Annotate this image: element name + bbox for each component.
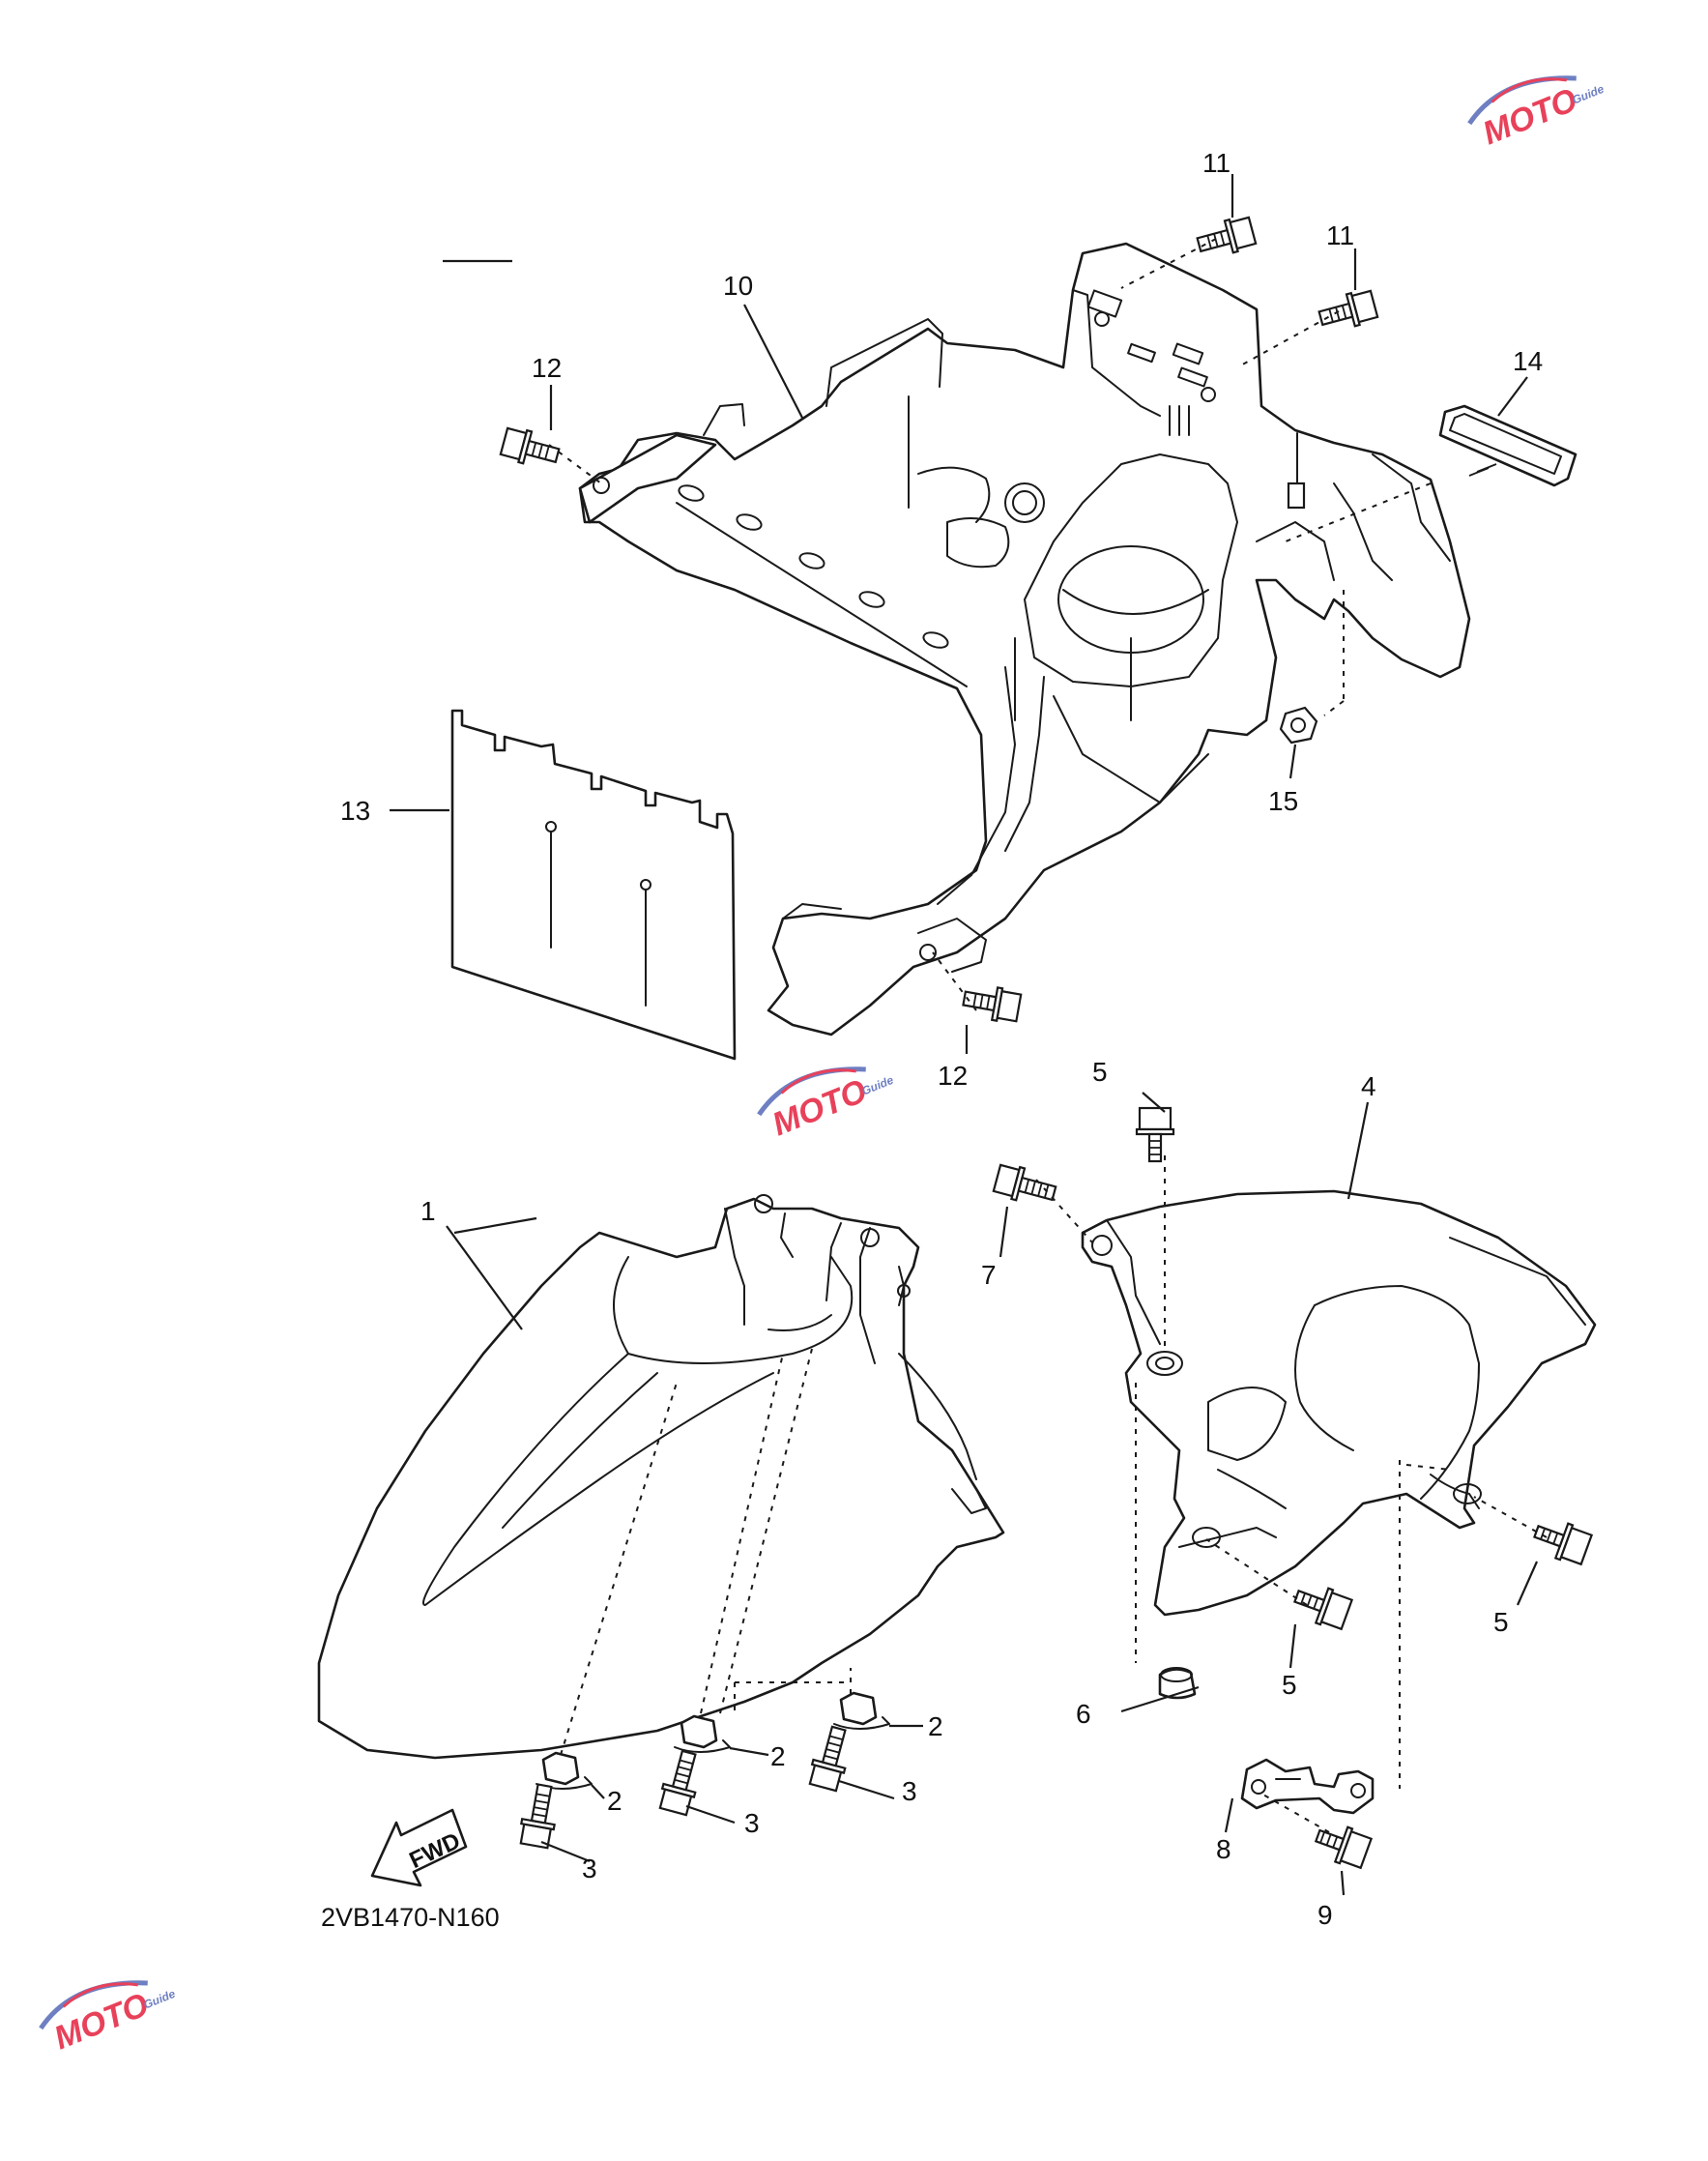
svg-text:MOTO: MOTO	[49, 1986, 154, 2057]
svg-text:Guide: Guide	[859, 1073, 895, 1098]
callout-10: 10	[723, 271, 753, 301]
callout-12: 12	[938, 1061, 968, 1091]
part-15-nut	[1279, 706, 1318, 745]
callout-14: 14	[1513, 346, 1543, 376]
callout-3: 3	[582, 1854, 597, 1884]
svg-text:Guide: Guide	[1570, 82, 1606, 107]
bolt-7	[992, 1163, 1057, 1202]
callout-5: 5	[1493, 1607, 1509, 1637]
part-2-clip-nut-b	[674, 1714, 731, 1753]
callout-5: 5	[1092, 1057, 1108, 1087]
callout-1: 1	[420, 1196, 436, 1226]
bolt-12-b	[962, 986, 1023, 1023]
callout-5: 5	[1282, 1670, 1297, 1700]
callout-15: 15	[1268, 786, 1298, 816]
callout-13: 13	[340, 796, 370, 826]
callout-2: 2	[607, 1786, 622, 1816]
drawing-code: 2VB1470-N160	[321, 1903, 500, 1932]
bolt-12-a	[499, 426, 561, 465]
callout-12: 12	[532, 353, 562, 383]
callout-labels: 1 2 2 2 3 3 3 4 5 5 5 6 7 8 9 10 11 11 1…	[340, 148, 1543, 1930]
bolt-3-a	[519, 1783, 556, 1850]
svg-text:MOTO: MOTO	[1478, 81, 1582, 152]
svg-text:MOTO: MOTO	[767, 1072, 872, 1143]
callout-2: 2	[770, 1741, 786, 1771]
part-1-front-fender-front	[317, 1194, 1005, 1760]
bolt-11-a	[1196, 216, 1258, 254]
callout-6: 6	[1076, 1699, 1091, 1729]
part-14-reflector	[1438, 404, 1578, 487]
callout-3: 3	[744, 1808, 760, 1838]
watermark-logo-top-right: MOTO Guide	[1467, 75, 1607, 152]
fwd-direction-arrow: FWD	[370, 1808, 468, 1887]
leader-lines	[390, 174, 1539, 1896]
callout-2: 2	[928, 1711, 943, 1741]
callout-9: 9	[1317, 1900, 1333, 1930]
watermark-logo-bottom-left: MOTO Guide	[39, 1980, 178, 2057]
callout-4: 4	[1361, 1071, 1376, 1101]
bolt-3-b	[658, 1749, 697, 1817]
part-2-clip-nut-a	[536, 1751, 593, 1790]
part-4-front-fender-rear	[1081, 1189, 1597, 1617]
callout-8: 8	[1216, 1834, 1231, 1864]
callout-7: 7	[981, 1260, 997, 1290]
callout-11: 11	[1326, 220, 1354, 250]
callout-11: 11	[1202, 148, 1230, 178]
part-8-bracket	[1240, 1758, 1375, 1815]
assembly-lines	[548, 238, 1548, 1833]
callout-3: 3	[902, 1776, 917, 1806]
part-10-inner-cover	[578, 242, 1471, 1037]
bolt-5-a	[1135, 1106, 1175, 1163]
bolt-9	[1314, 1825, 1374, 1870]
bolt-5-c	[1533, 1522, 1594, 1566]
watermark-logo-center: MOTO Guide	[757, 1066, 896, 1143]
svg-text:Guide: Guide	[141, 1987, 177, 2012]
part-2-clip-nut-c	[833, 1691, 890, 1730]
part-13-splash-plate	[450, 709, 737, 1061]
bolt-5-b	[1293, 1587, 1354, 1631]
bolt-3-c	[808, 1725, 847, 1793]
bolt-11-b	[1317, 289, 1379, 328]
